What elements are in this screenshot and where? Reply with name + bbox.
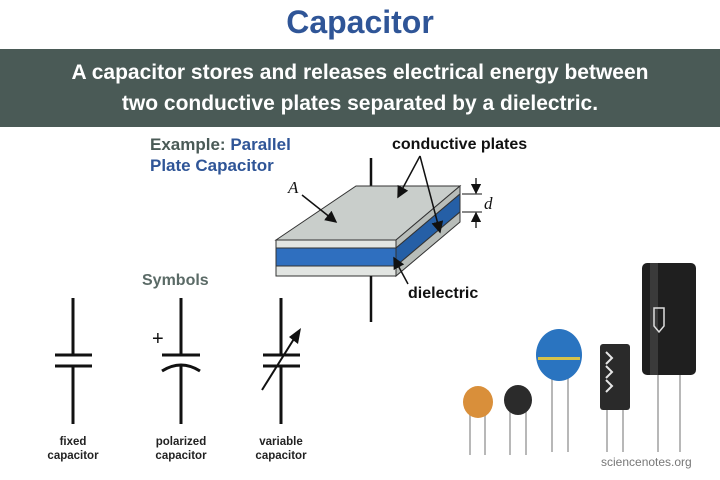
distance-label: d [484, 194, 493, 213]
fixed-label-line-1: fixed [59, 436, 87, 448]
bottom-plate-front [275, 265, 397, 277]
area-label: A [288, 178, 299, 197]
example-highlight-1: Parallel [230, 135, 291, 154]
example-caption: Example: Parallel Plate Capacitor [150, 134, 340, 176]
banner-line-2: two conductive plates separated by a die… [121, 92, 599, 115]
area-arrow [301, 194, 338, 223]
small-orange-ceramic-capacitor [463, 386, 493, 455]
polarized-capacitor-symbol [161, 298, 201, 424]
polarized-capacitor-label: polarized capacitor [136, 435, 226, 463]
small-electrolytic-capacitor [600, 344, 630, 452]
fixed-capacitor-label: fixed capacitor [28, 435, 118, 463]
variable-capacitor-label: variable capacitor [236, 435, 326, 463]
source-credit: sciencenotes.org [601, 455, 692, 469]
plus-sign: + [152, 328, 164, 350]
blue-ceramic-capacitor [536, 329, 582, 452]
variable-label-line-1: variable [259, 436, 303, 448]
example-prefix: Example: [150, 135, 231, 154]
fixed-capacitor-symbol [55, 298, 92, 424]
example-highlight-2: Plate Capacitor [150, 156, 274, 175]
definition-banner: A capacitor stores and releases electric… [0, 49, 720, 127]
parallel-plate-capacitor [274, 184, 462, 278]
page-title: Capacitor [286, 4, 434, 40]
polarized-label-line-1: polarized [155, 436, 207, 448]
conductive-plates-label: conductive plates [392, 136, 528, 153]
dielectric-arrow [393, 256, 409, 285]
fixed-label-line-2: capacitor [47, 450, 99, 462]
large-electrolytic-capacitor [642, 263, 696, 452]
dielectric-front [275, 247, 397, 267]
top-plate-front [275, 239, 397, 249]
small-black-ceramic-capacitor [504, 385, 532, 455]
distance-marker [462, 178, 482, 228]
banner-line-1: A capacitor stores and releases electric… [71, 61, 649, 84]
variable-capacitor-symbol [261, 298, 301, 424]
plate-arrow-bottom [419, 155, 444, 234]
variable-label-line-2: capacitor [255, 450, 307, 462]
plate-arrow-top [397, 155, 421, 199]
dielectric-label: dielectric [408, 285, 479, 302]
polarized-label-line-2: capacitor [155, 450, 207, 462]
symbols-heading: Symbols [142, 272, 209, 289]
